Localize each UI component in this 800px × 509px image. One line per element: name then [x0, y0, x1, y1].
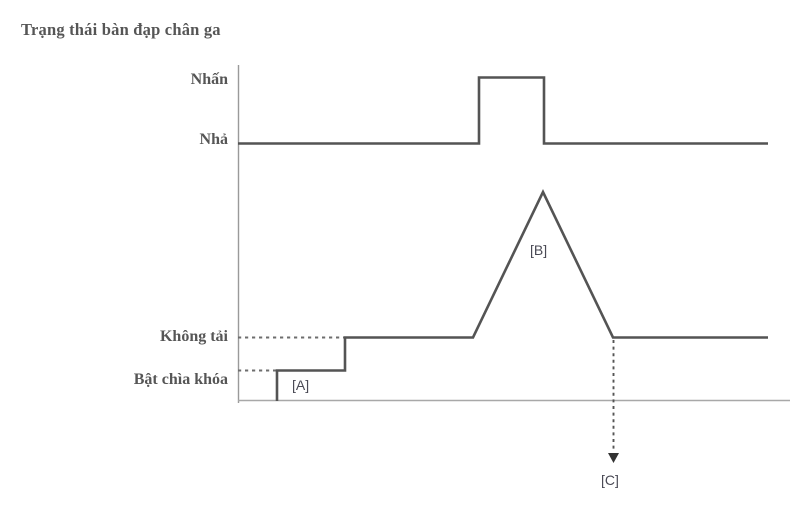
annotation-label-b: [B] — [530, 242, 548, 258]
engine-speed-trace — [275, 189, 768, 401]
annotation-label-c: [C] — [601, 472, 619, 488]
callout-arrowhead-c — [608, 453, 619, 463]
axis-label-key-on: Bật chìa khóa — [133, 371, 228, 388]
axis-label-released: Nhả — [199, 131, 228, 148]
pedal-state-trace — [238, 76, 768, 145]
axis-label-pressed: Nhấn — [190, 71, 228, 88]
annotation-label-a: [A] — [292, 377, 310, 393]
page-title: Trạng thái bàn đạp chân ga — [21, 20, 221, 39]
axis-label-no-load: Không tải — [159, 328, 228, 345]
